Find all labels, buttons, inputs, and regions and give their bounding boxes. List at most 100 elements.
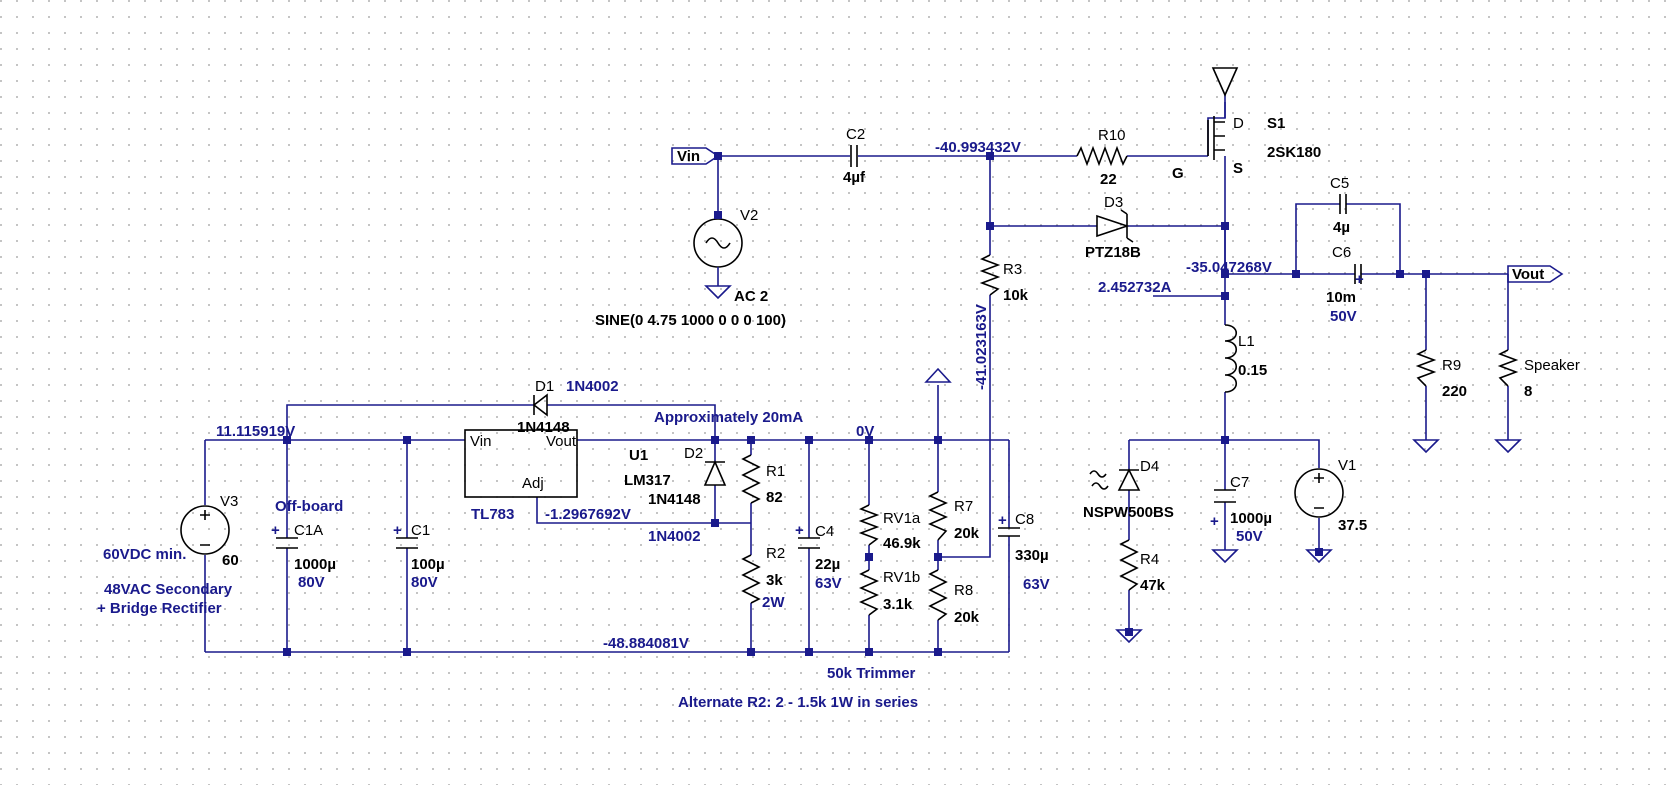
r9-name: R9 — [1442, 357, 1461, 374]
voltage-source-v1[interactable] — [1294, 468, 1344, 564]
c5-value: 4µ — [1333, 219, 1350, 236]
c7-name: C7 — [1230, 474, 1249, 491]
svg-text:+: + — [1210, 513, 1219, 530]
s1-name: S1 — [1267, 115, 1285, 132]
d3-part: PTZ18B — [1085, 244, 1141, 261]
potentiometer-rv1b[interactable] — [859, 569, 879, 616]
diode-d2[interactable] — [703, 459, 727, 486]
voltage-source-v2[interactable] — [693, 211, 743, 300]
l1-value: 0.15 — [1238, 362, 1267, 379]
resistor-r8[interactable] — [928, 569, 948, 621]
c7-value: 1000µ — [1230, 510, 1272, 527]
r9-value: 220 — [1442, 383, 1467, 400]
c8-value: 330µ — [1015, 547, 1049, 564]
net-adj-voltage: -1.2967692V — [545, 506, 631, 523]
capacitor-c1a[interactable] — [276, 537, 298, 549]
c4-name: C4 — [815, 523, 834, 540]
r2-power: 2W — [762, 594, 785, 611]
r8-name: R8 — [954, 582, 973, 599]
s1-part: 2SK180 — [1267, 144, 1321, 161]
capacitor-c6[interactable] — [1354, 264, 1362, 284]
d4-name: D4 — [1140, 458, 1159, 475]
c7-voltage: 50V — [1236, 528, 1263, 545]
vout-label: Vout — [1512, 266, 1544, 283]
svg-text:+: + — [1355, 271, 1364, 288]
capacitor-c8[interactable] — [998, 527, 1020, 537]
s1-d: D — [1233, 115, 1244, 132]
u1-adj-pin: Adj — [522, 475, 544, 492]
resistor-r4[interactable] — [1115, 539, 1143, 644]
v3-name: V3 — [220, 493, 238, 510]
regulator-u1[interactable] — [464, 429, 578, 498]
r2-name: R2 — [766, 545, 785, 562]
r1-name: R1 — [766, 463, 785, 480]
zener-d3[interactable] — [1096, 209, 1134, 243]
diode-d1[interactable] — [532, 393, 548, 417]
u1-name: U1 — [629, 447, 648, 464]
r3-name: R3 — [1003, 261, 1022, 278]
inductor-l1[interactable] — [1224, 324, 1238, 393]
net-gate-voltage: -40.993432V — [935, 139, 1021, 156]
resistor-r1[interactable] — [741, 454, 761, 504]
d2-model: 1N4148 — [648, 491, 701, 508]
r8-value: 20k — [954, 609, 980, 626]
resistor-r3[interactable] — [979, 254, 1001, 296]
capacitor-c5[interactable] — [1339, 194, 1347, 214]
l1-name: L1 — [1238, 333, 1255, 350]
c1-value: 100µ — [411, 556, 445, 573]
net-current: 2.452732A — [1098, 279, 1172, 296]
s1-s: S — [1233, 160, 1243, 177]
resistor-speaker[interactable] — [1494, 349, 1522, 454]
mosfet-s1[interactable] — [1207, 67, 1239, 160]
c6-value: 10m — [1326, 289, 1356, 306]
c1-name: C1 — [411, 522, 430, 539]
u1-vin-pin: Vin — [470, 433, 491, 450]
capacitor-c1[interactable] — [396, 537, 418, 549]
d4-part: NSPW500BS — [1083, 504, 1174, 521]
r4-value: 47k — [1140, 577, 1166, 594]
resistor-r7[interactable] — [924, 367, 952, 541]
rv1a-name: RV1a — [883, 510, 921, 527]
c4-voltage: 63V — [815, 575, 842, 592]
r3-value: 10k — [1003, 287, 1029, 304]
svg-text:+: + — [795, 522, 804, 539]
v3-note-3: + Bridge Rectifier — [97, 600, 222, 617]
svg-text:+: + — [271, 522, 280, 539]
u1-alt: TL783 — [471, 506, 514, 523]
r10-name: R10 — [1098, 127, 1126, 144]
d3-name: D3 — [1104, 194, 1123, 211]
svg-text:+: + — [998, 512, 1007, 529]
capacitor-c7[interactable] — [1211, 489, 1239, 564]
potentiometer-rv1a[interactable] — [858, 504, 880, 546]
rv1a-value: 46.9k — [883, 535, 921, 552]
c5-name: C5 — [1330, 175, 1349, 192]
v2-sine: SINE(0 4.75 1000 0 0 0 100) — [595, 312, 786, 329]
resistor-r9[interactable] — [1412, 349, 1440, 454]
c1a-name: C1A — [294, 522, 323, 539]
v1-name: V1 — [1338, 457, 1356, 474]
vout-flag[interactable]: Vout — [1507, 265, 1564, 283]
capacitor-c2[interactable] — [850, 145, 858, 167]
v3-note-2: 48VAC Secondary — [104, 581, 233, 598]
resistor-r10[interactable] — [1076, 145, 1128, 167]
u1-part: LM317 — [624, 472, 671, 489]
rv1b-value: 3.1k — [883, 596, 913, 613]
capacitor-c4[interactable] — [798, 537, 820, 549]
r7-value: 20k — [954, 525, 980, 542]
offboard-note: Off-board — [275, 498, 343, 515]
r7-name: R7 — [954, 498, 973, 515]
c1a-value: 1000µ — [294, 556, 336, 573]
d2-part: 1N4002 — [648, 528, 701, 545]
net-r3-voltage: -41.023163V — [973, 304, 990, 390]
voltage-source-v3[interactable] — [180, 505, 230, 555]
rv1b-name: RV1b — [883, 569, 920, 586]
resistor-r2[interactable] — [741, 554, 761, 604]
vin-flag[interactable]: Vin — [671, 147, 720, 165]
d2-name: D2 — [684, 445, 703, 462]
approx-note: Approximately 20mA — [654, 409, 803, 426]
led-d4[interactable] — [1089, 468, 1141, 491]
c1a-voltage: 80V — [298, 574, 325, 591]
vin-label: Vin — [677, 148, 700, 165]
